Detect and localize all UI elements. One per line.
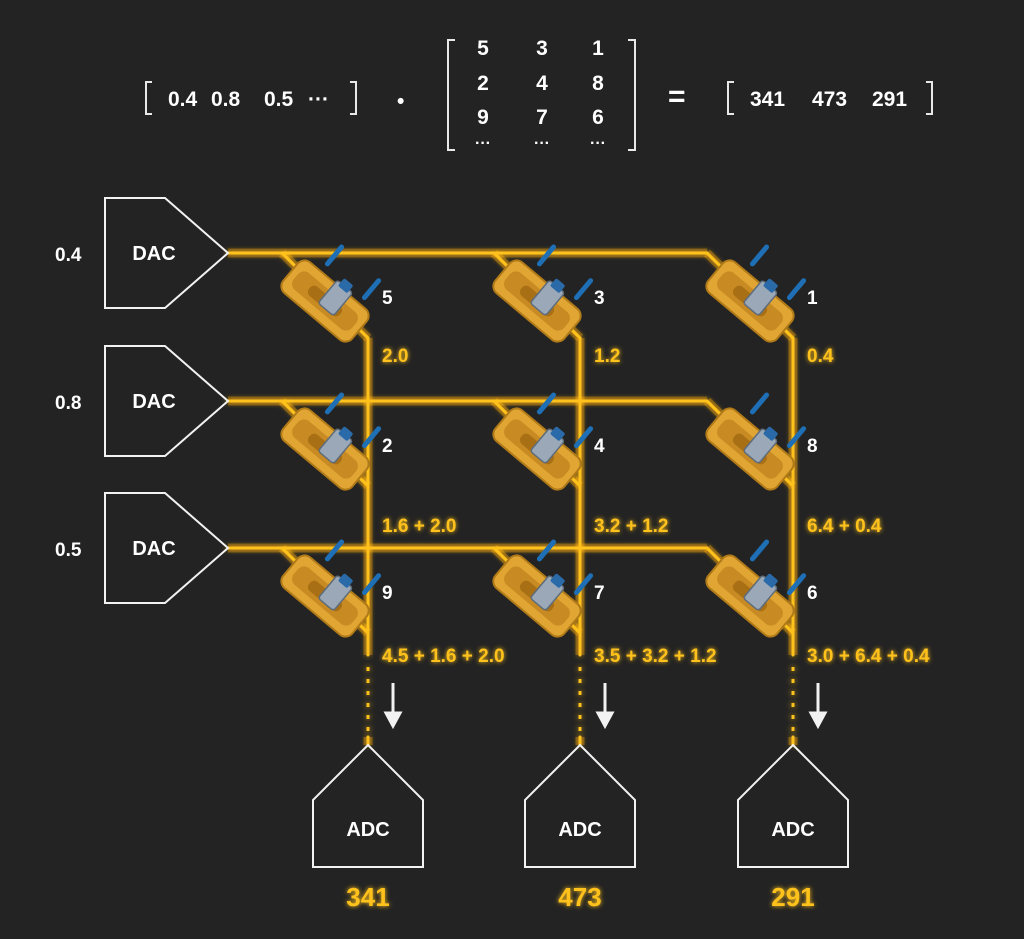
left-bracket [727, 81, 734, 115]
left-bracket [145, 81, 152, 115]
partial-sum-label: 2.0 [382, 346, 408, 367]
matrix-cell: 9 [477, 106, 489, 129]
potentiometer-icon [280, 392, 382, 491]
equals-sign: = [668, 80, 686, 113]
adc-label: ADC [558, 819, 601, 841]
partial-sum-label: 1.2 [594, 346, 620, 367]
matrix-cell: 5 [477, 37, 489, 60]
dac-label: DAC [132, 538, 175, 560]
dac-label: DAC [132, 391, 175, 413]
output-value-label: 291 [771, 882, 814, 912]
dot-operator: • [397, 90, 404, 113]
partial-sum-label: 3.2 + 1.2 [594, 516, 668, 537]
partial-sum-label: 6.4 + 0.4 [807, 516, 882, 537]
potentiometer-icon [705, 244, 807, 343]
input-vector-item: 0.8 [211, 88, 241, 111]
potentiometer-icon [492, 244, 594, 343]
potentiometer-icon [280, 539, 382, 638]
weight-label: 8 [807, 436, 818, 457]
result-vector-item: 291 [872, 88, 907, 111]
input-value-label: 0.4 [55, 245, 82, 266]
matrix-cell: 7 [536, 106, 548, 129]
weight-matrix: 5 3 1 2 4 8 9 7 6 ··· ··· ··· [447, 37, 636, 152]
matrix-cell: 8 [592, 72, 604, 95]
input-vector: 0.4 0.8 0.5 ··· [145, 81, 357, 115]
input-value-label: 0.8 [55, 393, 81, 414]
matrix-cell: 4 [536, 72, 548, 95]
potentiometer-icon [492, 539, 594, 638]
weight-label: 1 [807, 288, 818, 309]
potentiometer-icon [705, 539, 807, 638]
result-vector-item: 473 [812, 88, 847, 111]
partial-sum-label: 0.4 [807, 346, 834, 367]
adc-block: ADC [524, 743, 636, 868]
output-value-label: 473 [558, 882, 601, 912]
right-bracket [350, 81, 357, 115]
adc-label: ADC [346, 819, 389, 841]
potentiometer-icon [280, 244, 382, 343]
potentiometer-icon [492, 392, 594, 491]
adc-label: ADC [771, 819, 814, 841]
down-arrow-icon [808, 683, 828, 730]
partial-sum-label: 3.0 + 6.4 + 0.4 [807, 646, 930, 667]
right-bracket [926, 81, 933, 115]
weight-label: 3 [594, 288, 605, 309]
input-vector-item: ··· [308, 88, 329, 111]
input-value-label: 0.5 [55, 540, 82, 561]
adc-block: ADC [312, 743, 424, 868]
partial-sum-label: 3.5 + 3.2 + 1.2 [594, 646, 717, 667]
input-vector-item: 0.4 [168, 88, 198, 111]
result-vector-item: 341 [750, 88, 785, 111]
adc-block: ADC [737, 743, 849, 868]
matrix-cell: 3 [536, 37, 548, 60]
weight-label: 4 [594, 436, 605, 457]
matrix-cell: ··· [534, 135, 550, 152]
weight-label: 6 [807, 583, 818, 604]
equation: 0.4 0.8 0.5 ··· • 5 3 1 2 4 8 9 7 6 ··· ··· ··· = 3… [145, 37, 933, 152]
result-vector: 341 473 291 [727, 81, 933, 115]
dac-label: DAC [132, 243, 175, 265]
output-value-label: 341 [346, 882, 389, 912]
weight-label: 9 [382, 583, 393, 604]
weight-label: 5 [382, 288, 393, 309]
down-arrow-icon [595, 683, 615, 730]
matrix-cell: 2 [477, 72, 489, 95]
matrix-cell: ··· [590, 135, 606, 152]
down-arrow-icon [383, 683, 403, 730]
input-vector-item: 0.5 [264, 88, 294, 111]
dac-block: DAC [104, 492, 230, 604]
weight-label: 7 [594, 583, 605, 604]
partial-sum-label: 1.6 + 2.0 [382, 516, 456, 537]
partial-sum-label: 4.5 + 1.6 + 2.0 [382, 646, 505, 667]
potentiometer-icon [705, 392, 807, 491]
matrix-cell: 1 [592, 37, 604, 60]
dac-block: DAC [104, 197, 230, 309]
weight-label: 2 [382, 436, 393, 457]
matrix-cell: ··· [475, 135, 491, 152]
matrix-cell: 6 [592, 106, 604, 129]
dac-block: DAC [104, 345, 230, 457]
left-bracket [447, 39, 455, 151]
right-bracket [628, 39, 636, 151]
